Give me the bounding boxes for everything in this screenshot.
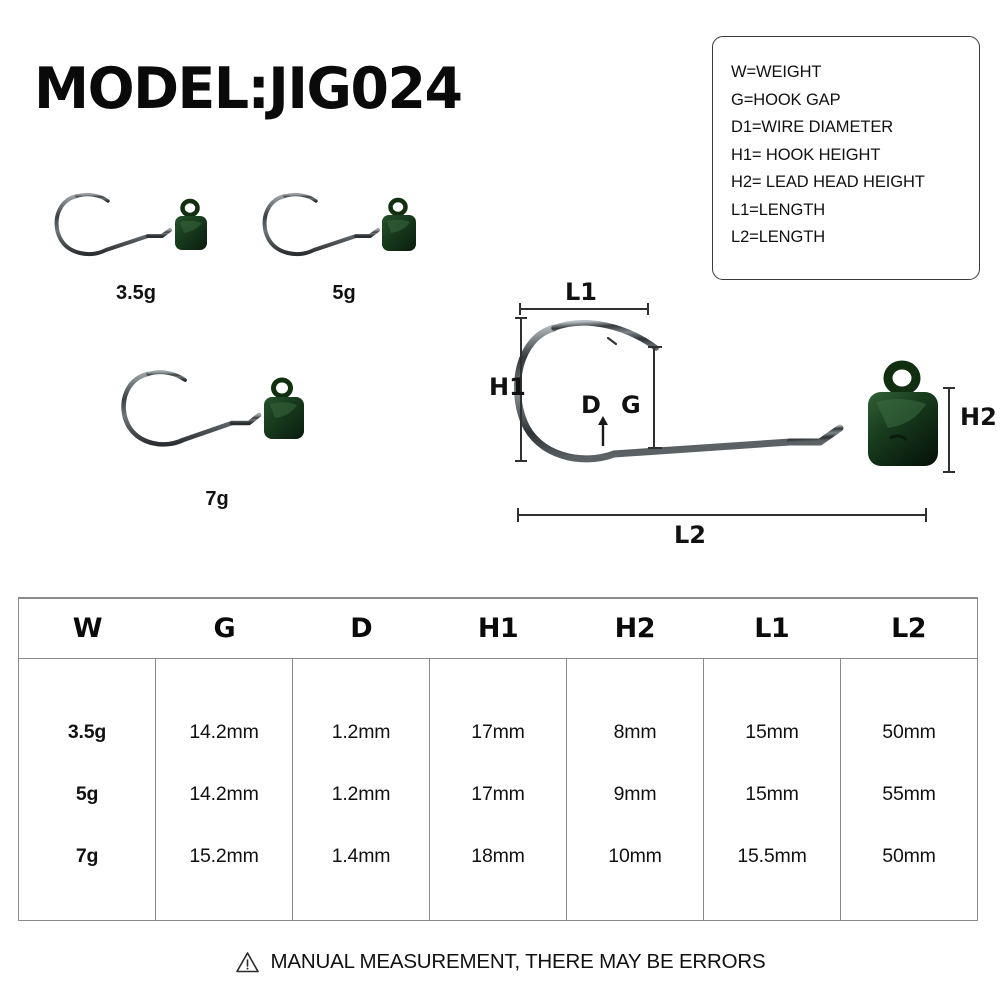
- dimension-label-l2: L2: [674, 521, 706, 549]
- table-cell: 7g: [75, 845, 99, 867]
- jig-hook-icon: [262, 192, 416, 256]
- table-cell: 15mm: [745, 721, 799, 743]
- table-cell: 10mm: [608, 845, 662, 867]
- table-cell: 8mm: [613, 721, 657, 743]
- legend-line-d1: D1=WIRE DIAMETER: [731, 118, 894, 136]
- table-cell: 5g: [75, 783, 99, 805]
- table-cell: 18mm: [471, 845, 525, 867]
- sample-jig-5g: 5g: [252, 186, 436, 316]
- legend-line-h2: H2= LEAD HEAD HEIGHT: [731, 173, 925, 191]
- table-header-g: G: [213, 613, 236, 644]
- table-cell: 15.2mm: [189, 845, 259, 867]
- warning-triangle-icon: [235, 951, 259, 972]
- dimension-label-g: G: [621, 391, 641, 419]
- table-cell: 17mm: [471, 721, 525, 743]
- table-cell: 9mm: [613, 783, 657, 805]
- sample-label-7g: 7g: [205, 488, 229, 510]
- table-cell: 17mm: [471, 783, 525, 805]
- sample-label-5g: 5g: [332, 282, 356, 304]
- table-header-l2: L2: [891, 613, 927, 644]
- table-column-l1: 15mm 15mm 15.5mm: [704, 659, 841, 920]
- dimension-label-h2: H2: [960, 403, 997, 431]
- table-column-d: 1.2mm 1.2mm 1.4mm: [293, 659, 430, 920]
- table-cell: 50mm: [882, 721, 936, 743]
- table-cell: 50mm: [882, 845, 936, 867]
- table-header-d: D: [350, 613, 373, 644]
- table-header-row: W G D H1 H2 L1 L2: [18, 597, 978, 659]
- legend-line-l1: L1=LENGTH: [731, 200, 826, 219]
- table-cell: 1.2mm: [331, 783, 391, 805]
- jig-head-hook-icon: [514, 320, 938, 466]
- legend-line-h1: H1= HOOK HEIGHT: [731, 145, 881, 164]
- jig-hook-icon: [121, 370, 304, 447]
- table-cell: 1.4mm: [331, 845, 391, 867]
- table-cell: 3.5g: [67, 721, 107, 743]
- dimension-label-l1: L1: [565, 278, 597, 306]
- table-cell: 1.2mm: [331, 721, 391, 743]
- table-header-w: W: [72, 613, 103, 644]
- table-cell: 55mm: [882, 783, 936, 805]
- table-body: 3.5g 5g 7g 14.2mm 14.2mm 15.2mm 1.2mm 1.…: [18, 659, 978, 921]
- table-column-h1: 17mm 17mm 18mm: [430, 659, 567, 920]
- table-header-h1: H1: [477, 613, 519, 644]
- legend-line-l2: L2=LENGTH: [731, 228, 826, 246]
- footer-note: MANUAL MEASUREMENT, THERE MAY BE ERRORS: [0, 950, 1000, 974]
- page-title: MODEL:JIG024: [34, 56, 463, 122]
- table-cell: 14.2mm: [189, 721, 259, 743]
- sample-label-3-5g: 3.5g: [115, 282, 157, 304]
- table-header-h2: H2: [614, 613, 656, 644]
- jig-hook-icon: [54, 192, 207, 256]
- table-column-g: 14.2mm 14.2mm 15.2mm: [156, 659, 293, 920]
- legend-line-g: G=HOOK GAP: [731, 90, 841, 109]
- dimensioned-diagram: L1 L2 H1 H2 G D: [489, 276, 997, 558]
- footer-text: MANUAL MEASUREMENT, THERE MAY BE ERRORS: [270, 950, 766, 973]
- legend-box: W=WEIGHT G=HOOK GAP D1=WIRE DIAMETER H1=…: [712, 36, 980, 280]
- table-column-w: 3.5g 5g 7g: [19, 659, 156, 920]
- table-cell: 15.5mm: [737, 845, 807, 867]
- legend-line-w: W=WEIGHT: [731, 63, 822, 81]
- spec-table: W G D H1 H2 L1 L2 3.5g 5g 7g 14.2mm 14.2…: [18, 597, 978, 921]
- sample-jig-3-5g: 3.5g: [44, 186, 228, 316]
- sample-jig-7g: 7g: [108, 362, 326, 518]
- table-column-h2: 8mm 9mm 10mm: [567, 659, 704, 920]
- table-cell: 15mm: [745, 783, 799, 805]
- table-cell: 14.2mm: [189, 783, 259, 805]
- table-header-l1: L1: [754, 613, 790, 644]
- table-column-l2: 50mm 55mm 50mm: [841, 659, 977, 920]
- dimension-lines: [515, 303, 955, 522]
- dimension-label-d: D: [581, 391, 601, 419]
- dimension-label-h1: H1: [489, 373, 526, 401]
